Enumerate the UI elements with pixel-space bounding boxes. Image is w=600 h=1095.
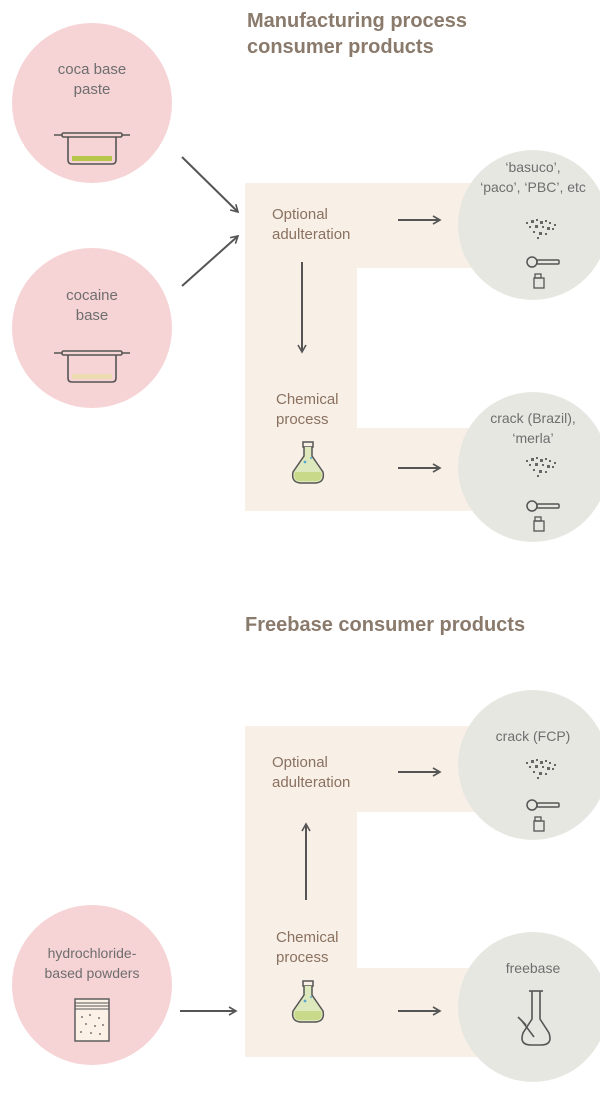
- section1-title: Manufacturing process consumer products: [247, 10, 468, 58]
- powder-icon: [526, 457, 556, 477]
- powder-icon: [526, 759, 556, 779]
- output-basuco: ‘basuco’, ‘paco’, ‘PBC’, etc: [458, 150, 600, 300]
- output-label: freebase: [505, 960, 561, 976]
- pot-icon: [54, 350, 130, 383]
- output-freebase: freebase: [458, 932, 600, 1082]
- step-optional-adulteration: Optional adulteration: [272, 206, 351, 243]
- arrow-base-to-adulteration: [181, 234, 240, 287]
- output-crack-brazil: crack (Brazil), ‘merla’: [458, 392, 600, 542]
- section2-title: Freebase consumer products: [245, 614, 526, 636]
- output-label: crack (Brazil), ‘merla’: [490, 410, 576, 446]
- pipe-icon: [526, 799, 560, 811]
- input-label: coca base paste: [57, 61, 127, 98]
- input-label: cocaine base: [66, 287, 118, 324]
- output-crack-fcp: crack (FCP): [458, 690, 600, 840]
- chemical-output-lane: [357, 428, 477, 511]
- output-label: crack (FCP): [495, 728, 571, 744]
- flask-icon: [291, 980, 325, 1023]
- arrow-paste-to-adulteration: [181, 156, 240, 214]
- flask-icon: [291, 441, 325, 484]
- output-icons-crack-fcp: [526, 759, 560, 832]
- lighter-icon: [533, 816, 545, 832]
- pot-icon: [54, 132, 130, 165]
- powder-icon: [526, 219, 556, 239]
- lighter-icon: [533, 273, 545, 289]
- chemical-output-lane: [357, 968, 477, 1057]
- output-icons-crack-brazil: [526, 457, 560, 532]
- step-optional-adulteration: Optional adulteration: [272, 754, 351, 791]
- powder-bag-icon: [74, 998, 110, 1042]
- bong-icon: [517, 990, 551, 1046]
- pipe-icon: [526, 256, 560, 268]
- adulteration-box: [245, 183, 477, 268]
- input-label: hydrochloride- based powders: [44, 945, 140, 981]
- step-chemical-process: Chemical process: [276, 929, 339, 966]
- pipe-icon: [526, 500, 560, 512]
- lighter-icon: [533, 516, 545, 532]
- step-chemical-process: Chemical process: [276, 391, 339, 428]
- output-label: ‘basuco’, ‘paco’, ‘PBC’, etc: [480, 159, 586, 195]
- output-icons-basuco: [526, 219, 560, 289]
